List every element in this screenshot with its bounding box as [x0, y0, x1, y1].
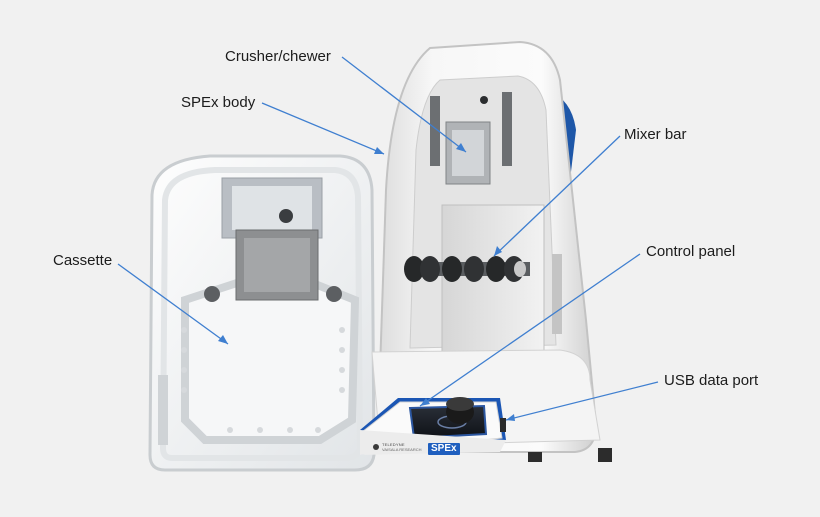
label-mixer-bar: Mixer bar [624, 126, 687, 143]
control-panel [360, 397, 506, 455]
label-control-panel: Control panel [646, 243, 736, 260]
leader-lines [117, 56, 659, 421]
leader-arrowheads [218, 143, 515, 421]
mixer-bar [404, 256, 530, 282]
crusher-assembly [430, 92, 512, 185]
spex-brand-label: SPEx [431, 443, 457, 454]
cassette [148, 154, 376, 472]
label-cassette: Cassette [53, 252, 113, 269]
label-usb-data-port: USB data port [664, 372, 759, 389]
maker-line-1: TELEDYNE [382, 442, 405, 447]
maker-line-2: VAISALA RESEARCH [382, 447, 422, 452]
label-crusher-chewer: Crusher/chewer [225, 48, 331, 65]
label-spex-body: SPEx body [181, 94, 256, 111]
